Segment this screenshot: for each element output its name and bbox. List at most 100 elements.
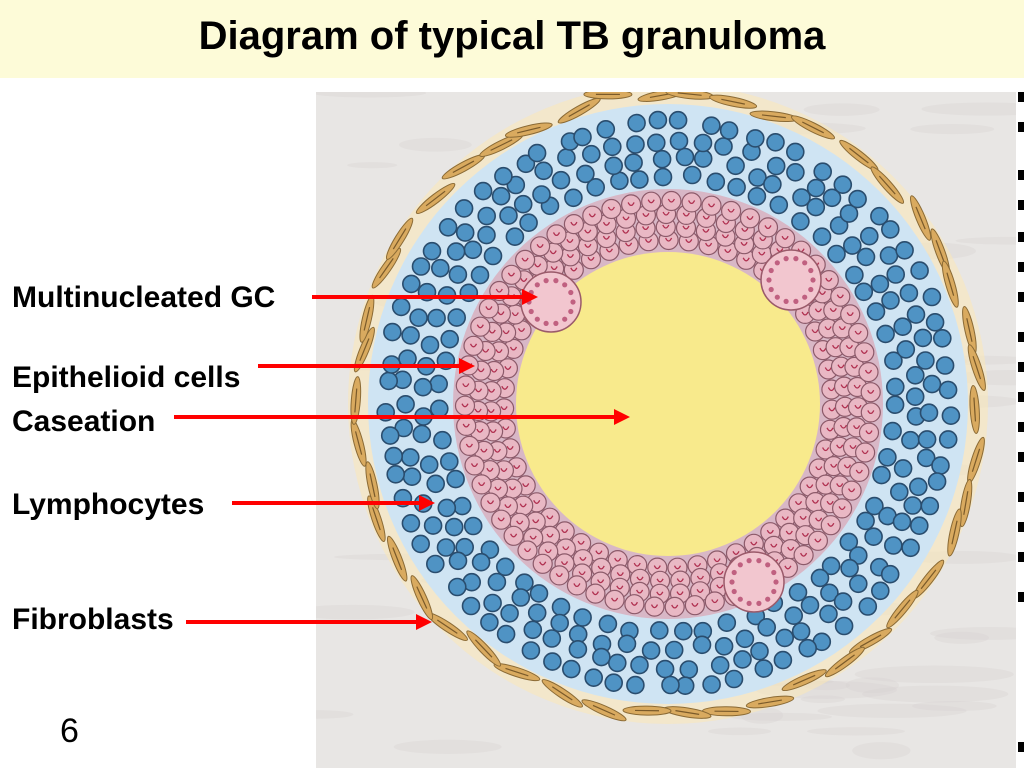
lymphocyte: [840, 558, 859, 578]
lymphocyte: [402, 274, 421, 294]
epithelioid-cell: [860, 382, 881, 403]
epithelioid-cell: [820, 515, 841, 536]
cropped-text-fragment: [1018, 92, 1024, 102]
lymphocyte: [551, 170, 571, 190]
paper-fiber: [930, 627, 1016, 640]
epithelioid-cell: [818, 270, 839, 291]
lymphocyte: [938, 430, 958, 449]
fibroblast: [886, 589, 919, 629]
lymphocyte: [586, 178, 606, 197]
lymphocyte: [527, 143, 547, 163]
lymphocyte: [511, 588, 531, 607]
lymphocyte: [483, 246, 503, 266]
fibroblast: [371, 247, 402, 289]
epithelioid-cell: [775, 228, 796, 249]
caseation-core: [516, 252, 820, 556]
lymphocyte: [471, 552, 491, 572]
lymphocyte: [393, 488, 413, 508]
lymphocyte: [630, 170, 649, 189]
epithelioid-cell: [641, 191, 662, 212]
paper-fiber: [910, 124, 995, 135]
lymphocyte: [562, 659, 581, 679]
multinucleated-giant-cell: [760, 249, 822, 311]
lymphocyte: [431, 258, 450, 278]
granuloma-diagram: [316, 92, 1016, 768]
lymphocyte: [487, 572, 507, 592]
fibroblast: [350, 376, 362, 425]
lymphocyte: [870, 206, 889, 226]
lymphocyte: [925, 313, 945, 332]
lymphocyte: [885, 377, 905, 397]
cropped-text-fragment: [1018, 522, 1024, 532]
lymphocyte: [452, 496, 472, 516]
lymphocyte: [506, 175, 526, 195]
paper-fiber: [854, 665, 1014, 684]
epithelioid-cell: [858, 422, 880, 443]
cropped-text-fragment: [1018, 552, 1024, 562]
lymphocyte: [745, 129, 765, 148]
epithelioid-cell: [532, 553, 553, 574]
lymphocyte: [769, 195, 789, 215]
lymphocyte: [931, 456, 950, 475]
lymphocyte: [876, 324, 895, 344]
lymphocyte: [448, 265, 468, 284]
lymphocyte: [573, 608, 592, 627]
cropped-text-fragment: [1018, 170, 1024, 180]
paper-fiber: [817, 703, 967, 718]
lymphocyte: [386, 464, 405, 484]
lymphocyte: [664, 640, 684, 660]
lymphocyte: [417, 282, 437, 302]
lymphocyte: [427, 308, 446, 328]
paper-fiber: [730, 712, 832, 721]
lymphocyte: [655, 659, 675, 679]
fibroblast: [947, 508, 962, 557]
fibroblast: [849, 627, 893, 654]
lymphocyte: [584, 668, 604, 688]
label-multinucleated-gc: Multinucleated GC: [12, 281, 276, 314]
lymphocyte: [919, 403, 939, 423]
lymphocyte: [941, 406, 961, 426]
label-epithelioid-cells: Epithelioid cells: [12, 361, 241, 394]
lymphocyte: [430, 399, 449, 419]
cropped-text-fragment: [1018, 332, 1024, 342]
lymphocyte: [866, 302, 886, 321]
epithelioid-cell: [830, 286, 851, 307]
cropped-text-fragment: [1018, 742, 1024, 752]
epithelioid-cell: [854, 342, 875, 363]
cropped-text-fragment: [1018, 200, 1024, 210]
epithelioid-cell: [458, 355, 479, 376]
lymphocyte: [747, 187, 767, 206]
lymphocyte: [693, 133, 713, 153]
lymphocyte: [523, 620, 543, 640]
epithelioid-cell: [470, 316, 491, 337]
lymphocyte: [455, 223, 475, 242]
fibroblast: [781, 669, 827, 692]
lymphocyte: [602, 137, 622, 157]
lymphocyte: [813, 162, 833, 181]
lymphocyte: [870, 274, 890, 294]
lymphocyte: [821, 556, 841, 576]
epithelioid-cell: [860, 402, 881, 423]
epithelioid-cell: [624, 594, 645, 615]
lymphocyte: [702, 116, 721, 136]
epithelioid-cell: [664, 596, 685, 618]
lymphocyte: [402, 467, 422, 487]
lymphocyte: [910, 261, 929, 280]
epithelioid-cell: [480, 492, 501, 513]
epithelioid-cell: [566, 575, 587, 596]
lymphocyte: [668, 110, 688, 130]
lymphocyte: [854, 282, 874, 302]
lymphocyte: [848, 189, 867, 209]
paper-fiber: [316, 710, 354, 719]
lymphocyte: [859, 226, 879, 246]
fibroblast: [709, 94, 758, 109]
lymphocyte: [766, 156, 786, 176]
lymphocyte: [477, 206, 496, 226]
paper-fiber: [708, 727, 772, 736]
lymphocyte: [426, 474, 445, 494]
lymphocyte: [714, 137, 733, 156]
epithelioid-cell: [739, 208, 761, 229]
lymphocyte: [856, 247, 876, 267]
lymphocyte: [775, 628, 795, 648]
cropped-text-fragment: [1018, 262, 1024, 272]
